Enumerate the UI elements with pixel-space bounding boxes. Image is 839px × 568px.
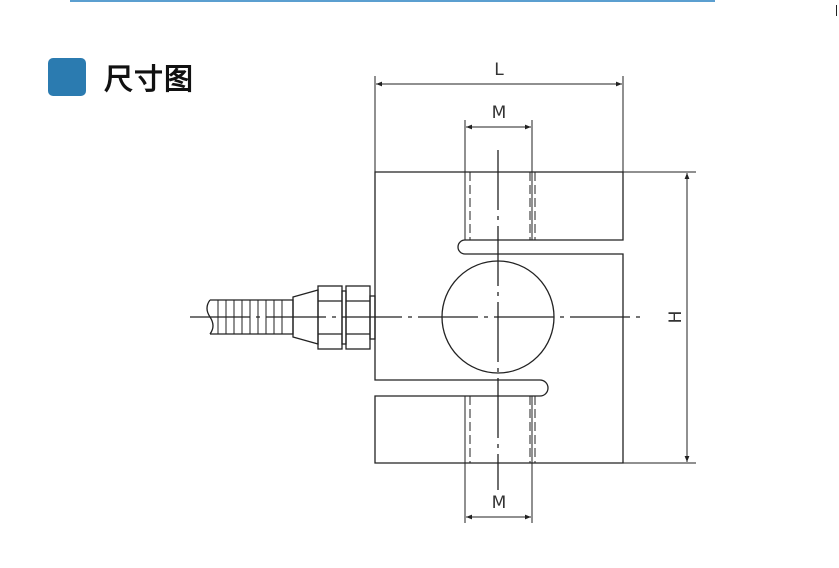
center-lines [190,150,645,490]
cable-connector [206,285,376,350]
label-h: H [666,311,686,324]
section-badge [48,58,86,96]
label-l: L [494,60,504,80]
section-title: 尺寸图 [104,62,195,96]
label-m-top: M [492,103,507,123]
s-beam-body [374,171,624,464]
label-m-bottom: M [492,493,507,513]
edge-mark [836,5,837,16]
header-divider [70,0,715,2]
